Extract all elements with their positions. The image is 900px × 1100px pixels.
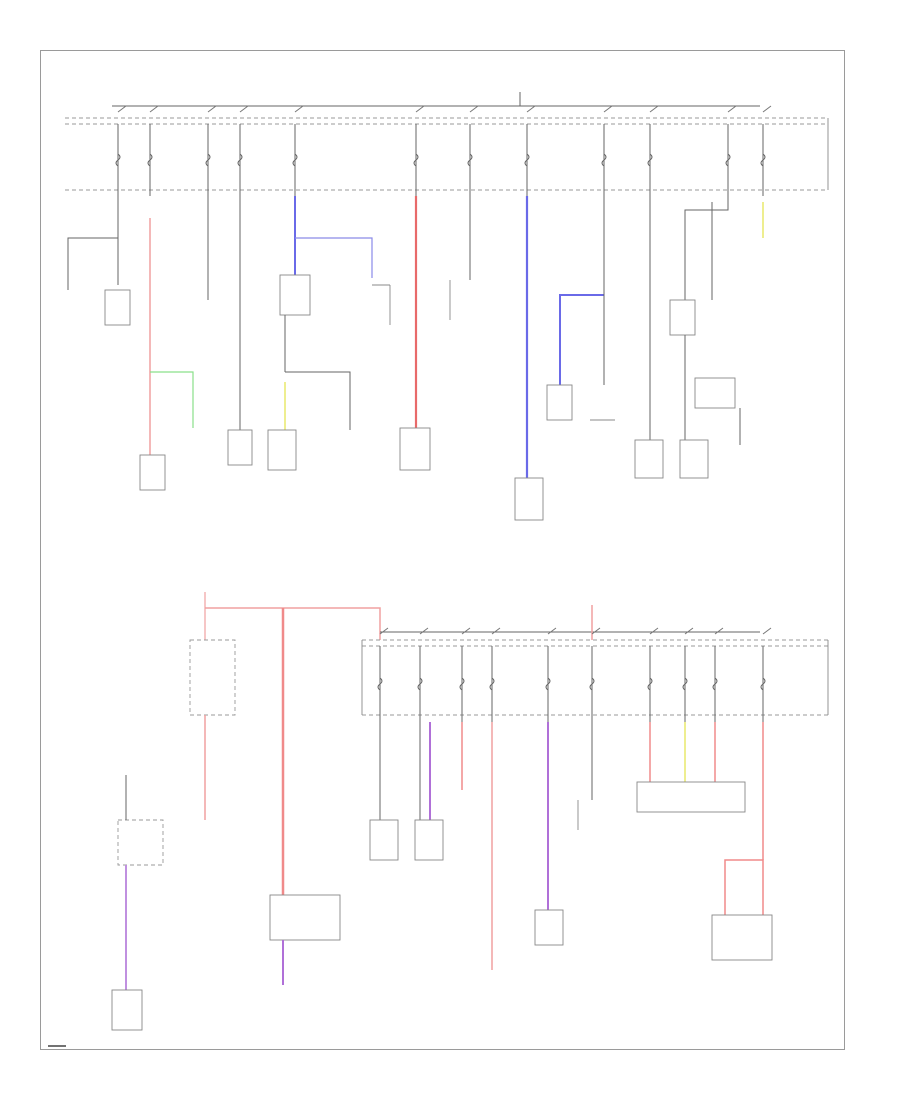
lower-fuse-4 — [489, 627, 501, 722]
lower-fuse-10 — [760, 627, 772, 722]
lower-fuse-3 — [459, 627, 471, 722]
top-fuse-7 — [467, 105, 479, 196]
wire-green-1 — [150, 371, 194, 428]
lower-fuse-row — [377, 627, 772, 722]
top-fuse-2 — [147, 105, 159, 196]
top-colored-wires — [149, 196, 764, 478]
top-fuse-11 — [725, 105, 737, 196]
lower-fuse-6 — [589, 627, 601, 722]
lower-fuse-7 — [647, 627, 659, 722]
diagram-frame — [40, 50, 845, 1050]
top-fuse-8 — [524, 105, 536, 196]
wire-blue-4 — [559, 294, 604, 385]
wire-blue-2 — [295, 237, 373, 278]
lower-fuse-5 — [545, 627, 557, 722]
lower-left-relay — [111, 592, 381, 1031]
top-fuse-10 — [647, 105, 659, 196]
top-fuse-4 — [237, 105, 249, 196]
top-black-wires — [67, 196, 741, 521]
lower-fuse-box — [361, 605, 829, 716]
top-fuse-3 — [205, 105, 217, 196]
lower-fuse-8 — [682, 627, 694, 722]
top-fuse-5 — [292, 105, 304, 196]
top-fuse-6 — [413, 105, 425, 196]
lower-fuse-1 — [377, 627, 389, 722]
top-fuse-1 — [115, 105, 127, 196]
lower-wires — [369, 722, 773, 970]
top-fuse-box — [65, 92, 829, 191]
top-fuse-row — [115, 105, 772, 196]
top-fuse-12 — [760, 105, 772, 196]
lower-fuse-2 — [417, 627, 429, 722]
top-fuse-9 — [601, 105, 613, 196]
lower-fuse-9 — [712, 627, 724, 722]
